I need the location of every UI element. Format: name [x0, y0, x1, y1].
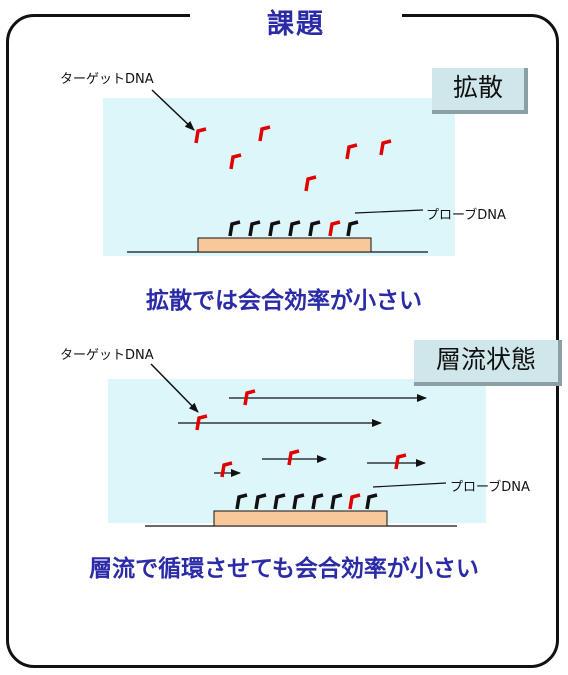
flow-arrows: [178, 394, 427, 477]
diffusion-caption: 拡散では会合効率が小さい: [146, 288, 422, 314]
probe-strand: [235, 493, 248, 510]
probe-callout-line: [372, 482, 447, 488]
title-gap: [190, 0, 402, 34]
target-strands-bottom: [195, 389, 407, 478]
probe-strand: [346, 220, 359, 237]
substrate-top: [197, 237, 372, 253]
hybridized-target: [348, 493, 361, 510]
target-strand: [220, 461, 233, 478]
target-strand: [243, 389, 256, 406]
target-strand: [394, 453, 407, 470]
probe-strand: [288, 220, 301, 237]
diffusion-panel: [103, 98, 455, 256]
probe-strand: [311, 493, 324, 510]
probe-array-top: [228, 220, 359, 237]
target-dna-label-bottom: ターゲットDNA: [60, 348, 154, 363]
slide-title: 課題: [267, 9, 325, 40]
probe-strand: [254, 493, 267, 510]
probe-strand: [308, 220, 321, 237]
substrate-bottom: [213, 510, 388, 527]
diffusion-tag: 拡散: [432, 68, 528, 114]
probe-strand: [292, 493, 305, 510]
probe-array-bottom: [235, 493, 378, 510]
target-strand: [229, 153, 242, 170]
hybridized-target: [328, 220, 341, 237]
probe-callout-line: [354, 209, 424, 214]
probe-strand: [330, 493, 343, 510]
probe-strand: [228, 220, 241, 237]
target-strand: [345, 143, 358, 160]
probe-strand: [248, 220, 261, 237]
target-strand: [258, 125, 271, 142]
probe-strand: [365, 493, 378, 510]
probe-dna-label-bottom: プローブDNA: [450, 480, 530, 495]
target-strand: [304, 175, 317, 192]
target-strands-top: [194, 125, 392, 192]
target-callout-arrow: [150, 363, 199, 413]
probe-strand: [273, 493, 286, 510]
target-strand: [379, 139, 392, 156]
target-dna-label-top: ターゲットDNA: [60, 72, 154, 87]
target-strand: [287, 449, 300, 466]
laminar-flow-tag: 層流状態: [414, 340, 562, 386]
target-strand: [194, 127, 207, 144]
target-callout-arrow: [151, 89, 195, 131]
probe-dna-label-top: プローブDNA: [426, 208, 506, 223]
probe-strand: [268, 220, 281, 237]
target-strand: [195, 414, 208, 431]
laminar-caption: 層流で循環させても会合効率が小さい: [89, 556, 479, 582]
